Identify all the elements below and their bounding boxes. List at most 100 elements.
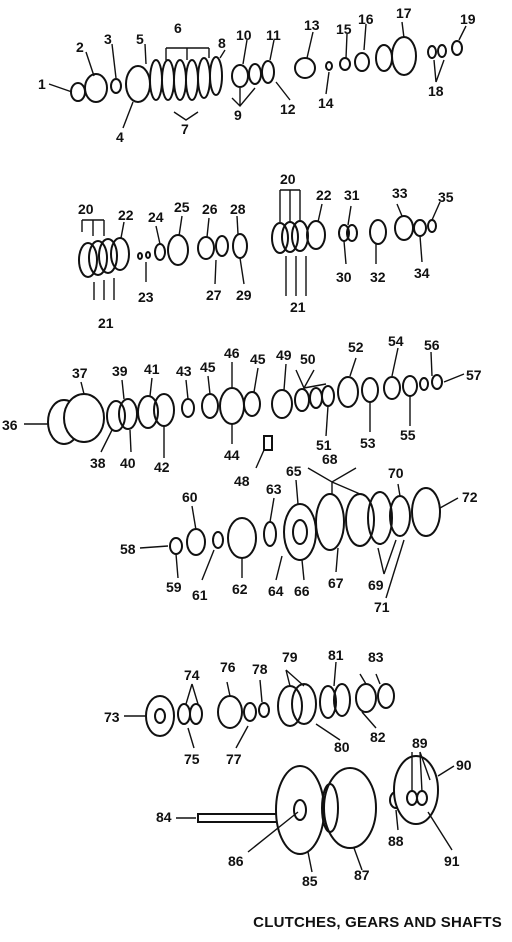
callout-80: 80 xyxy=(334,739,350,755)
callout-88: 88 xyxy=(388,833,404,849)
callout-23: 23 xyxy=(138,289,154,305)
callout-72: 72 xyxy=(462,489,478,505)
callout-24: 24 xyxy=(148,209,164,225)
callout-5: 5 xyxy=(136,31,144,47)
callout-22b: 22 xyxy=(316,187,332,203)
callout-86: 86 xyxy=(228,853,244,869)
callout-46: 46 xyxy=(224,345,240,361)
callout-66: 66 xyxy=(294,583,310,599)
callout-44: 44 xyxy=(224,447,240,463)
callout-40: 40 xyxy=(120,455,136,471)
callout-79: 79 xyxy=(282,649,298,665)
callout-51: 51 xyxy=(316,437,332,453)
row-5-parts xyxy=(145,683,395,737)
callout-26: 26 xyxy=(202,201,218,217)
callout-33: 33 xyxy=(392,185,408,201)
callout-16: 16 xyxy=(358,11,374,27)
callout-4: 4 xyxy=(116,129,124,145)
callout-39: 39 xyxy=(112,363,128,379)
callout-6: 6 xyxy=(174,20,182,36)
callout-19: 19 xyxy=(460,11,476,27)
callout-89: 89 xyxy=(412,735,428,751)
callout-45b: 45 xyxy=(250,351,266,367)
callout-9: 9 xyxy=(234,107,242,123)
callout-27: 27 xyxy=(206,287,222,303)
callout-75: 75 xyxy=(184,751,200,767)
callout-81: 81 xyxy=(328,647,344,663)
callout-17: 17 xyxy=(396,5,412,21)
callout-84: 84 xyxy=(156,809,172,825)
callout-49: 49 xyxy=(276,347,292,363)
callout-29: 29 xyxy=(236,287,252,303)
callout-68: 68 xyxy=(322,451,338,467)
callout-32: 32 xyxy=(370,269,386,285)
callout-22a: 22 xyxy=(118,207,134,223)
callout-57: 57 xyxy=(466,367,482,383)
callout-76: 76 xyxy=(220,659,236,675)
callout-14: 14 xyxy=(318,95,334,111)
callout-69: 69 xyxy=(368,577,384,593)
row-6-parts xyxy=(197,755,439,855)
callout-41: 41 xyxy=(144,361,160,377)
callout-13: 13 xyxy=(304,17,320,33)
callout-83: 83 xyxy=(368,649,384,665)
callout-labels: 1 2 3 4 5 6 7 8 9 10 11 12 13 14 15 16 1… xyxy=(2,5,482,889)
callout-54: 54 xyxy=(388,333,404,349)
callout-61: 61 xyxy=(192,587,208,603)
callout-35: 35 xyxy=(438,189,454,205)
callout-78: 78 xyxy=(252,661,268,677)
callout-45a: 45 xyxy=(200,359,216,375)
callout-1: 1 xyxy=(38,76,46,92)
callout-18: 18 xyxy=(428,83,444,99)
leader-lines xyxy=(24,21,467,873)
callout-50: 50 xyxy=(300,351,316,367)
callout-10: 10 xyxy=(236,27,252,43)
callout-60: 60 xyxy=(182,489,198,505)
callout-38: 38 xyxy=(90,455,106,471)
callout-62: 62 xyxy=(232,581,248,597)
callout-30: 30 xyxy=(336,269,352,285)
row-2-parts xyxy=(78,215,437,278)
callout-59: 59 xyxy=(166,579,182,595)
callout-43: 43 xyxy=(176,363,192,379)
callout-34: 34 xyxy=(414,265,430,281)
callout-77: 77 xyxy=(226,751,242,767)
callout-64: 64 xyxy=(268,583,284,599)
callout-21a: 21 xyxy=(98,315,114,331)
callout-71: 71 xyxy=(374,599,390,615)
callout-58: 58 xyxy=(120,541,136,557)
callout-2: 2 xyxy=(76,39,84,55)
callout-20b: 20 xyxy=(280,171,296,187)
callout-8: 8 xyxy=(218,35,226,51)
callout-56: 56 xyxy=(424,337,440,353)
callout-25: 25 xyxy=(174,199,190,215)
row-4-parts xyxy=(169,487,441,561)
callout-90: 90 xyxy=(456,757,472,773)
callout-91: 91 xyxy=(444,853,460,869)
callout-65: 65 xyxy=(286,463,302,479)
callout-82: 82 xyxy=(370,729,386,745)
callout-73: 73 xyxy=(104,709,120,725)
diagram-caption: CLUTCHES, GEARS AND SHAFTS xyxy=(253,914,502,931)
callout-21b: 21 xyxy=(290,299,306,315)
row-1-parts xyxy=(70,36,463,103)
callout-85: 85 xyxy=(302,873,318,889)
callout-15: 15 xyxy=(336,21,352,37)
callout-12: 12 xyxy=(280,101,296,117)
callout-53: 53 xyxy=(360,435,376,451)
callout-7: 7 xyxy=(181,121,189,137)
callout-28: 28 xyxy=(230,201,246,217)
callout-70: 70 xyxy=(388,465,404,481)
callout-3: 3 xyxy=(104,31,112,47)
callout-11: 11 xyxy=(266,27,281,43)
callout-48: 48 xyxy=(234,473,250,489)
callout-87: 87 xyxy=(354,867,370,883)
callout-52: 52 xyxy=(348,339,364,355)
callout-42: 42 xyxy=(154,459,170,475)
callout-67: 67 xyxy=(328,575,344,591)
callout-63: 63 xyxy=(266,481,282,497)
callout-37: 37 xyxy=(72,365,88,381)
callout-31: 31 xyxy=(344,187,360,203)
callout-55: 55 xyxy=(400,427,416,443)
